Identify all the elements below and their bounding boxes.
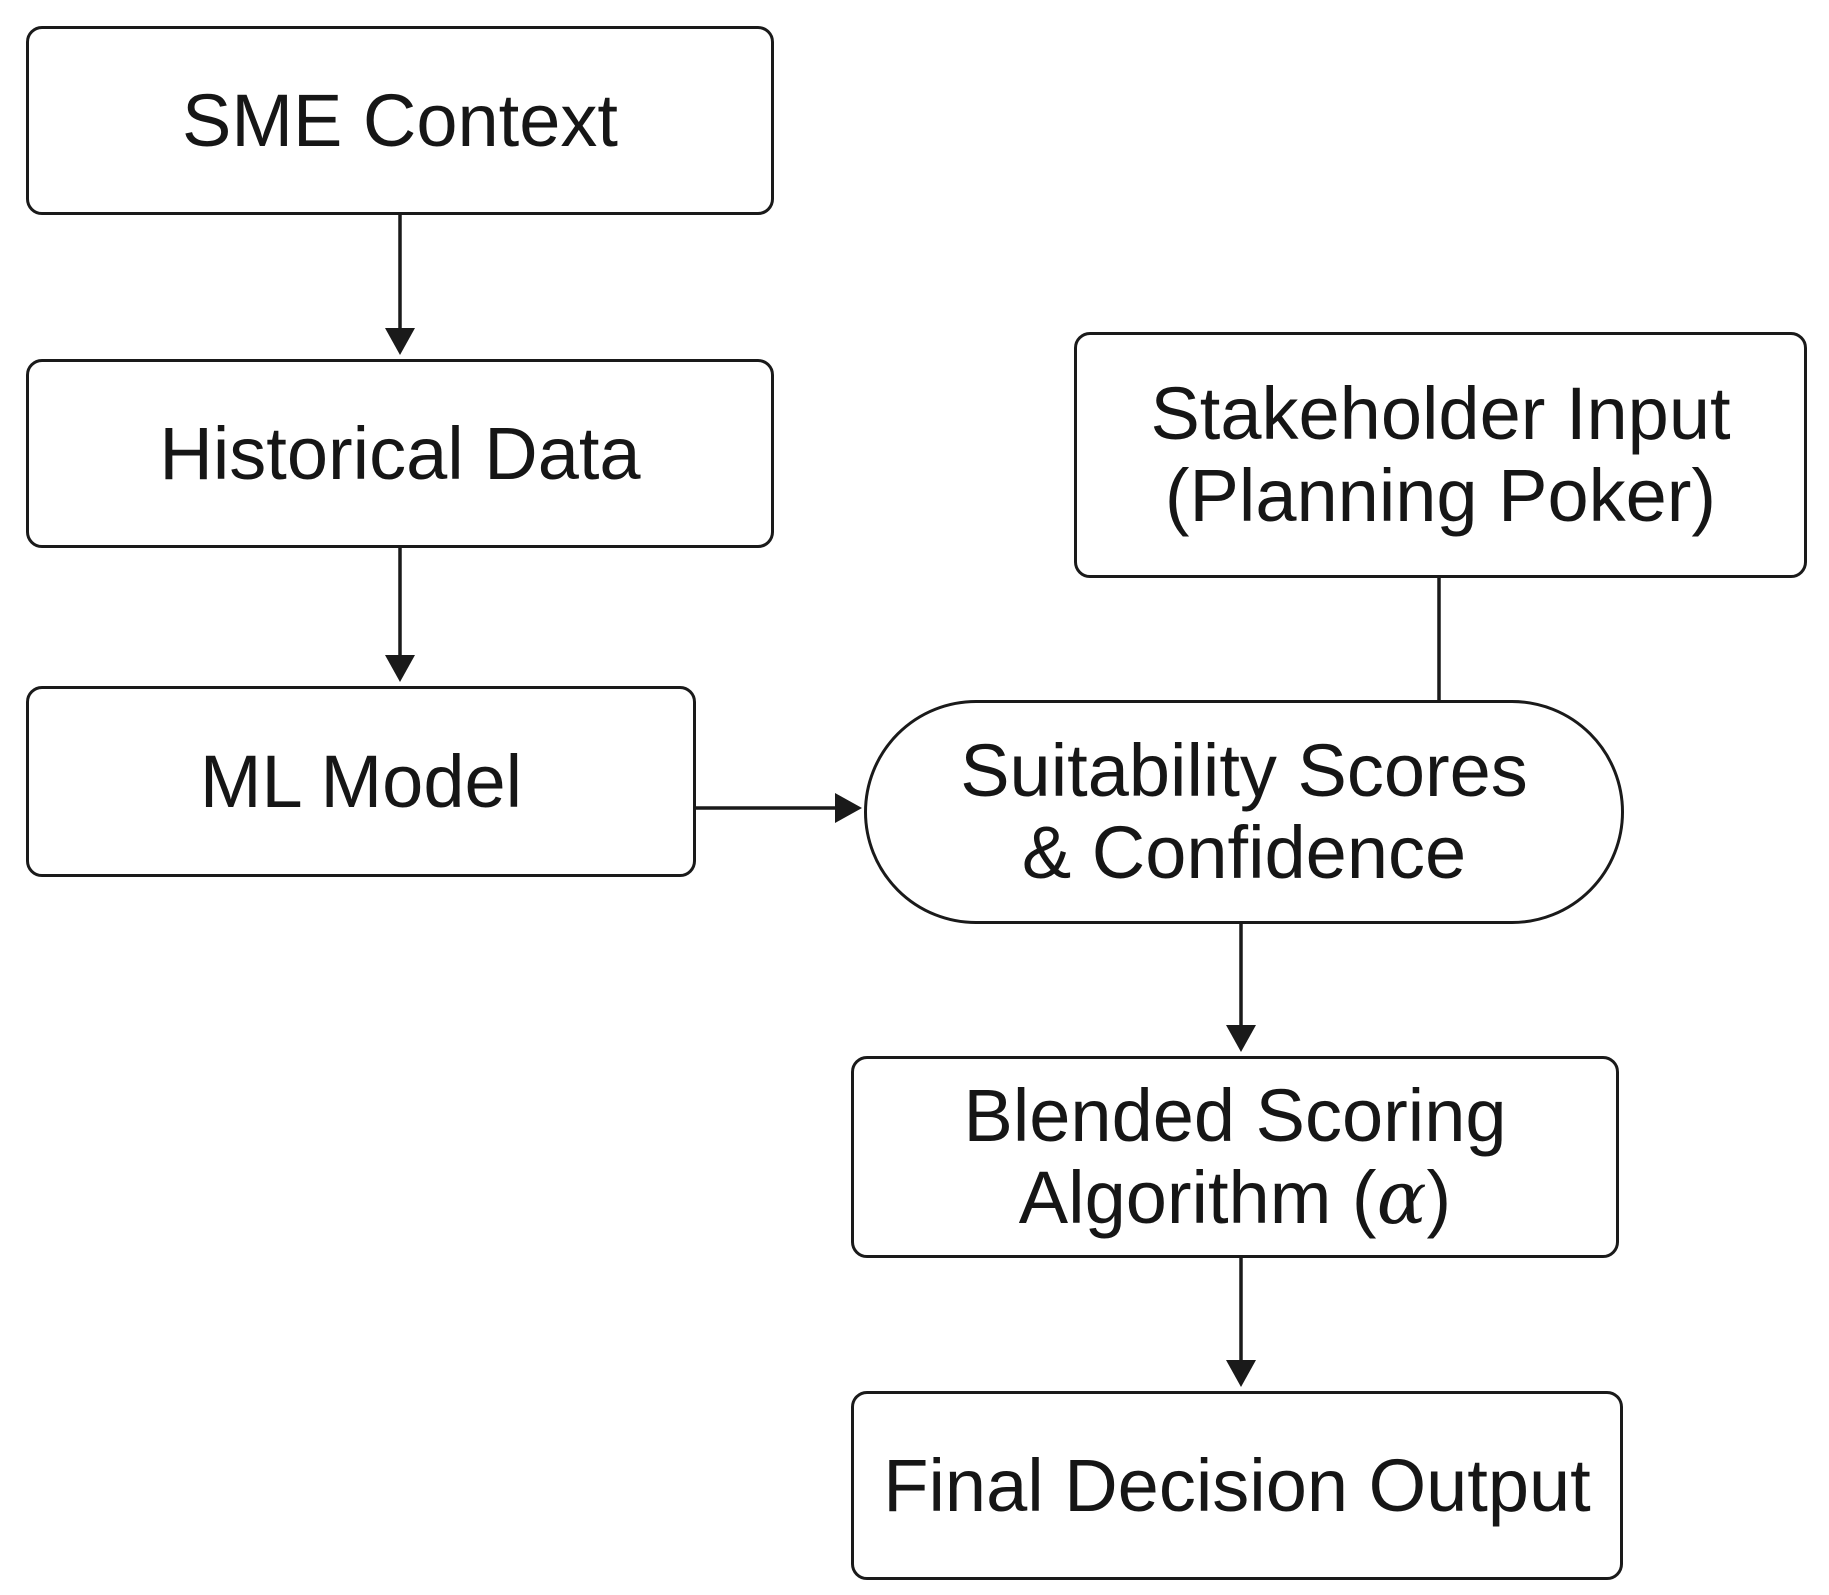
blended-scoring-label: Blended Scoring [963,1074,1507,1157]
suitability-confidence-label: & Confidence [1021,811,1467,894]
sme-context-label: SME Context [182,78,618,162]
arrowhead-suitability [835,793,862,823]
arrowhead-ml [385,655,415,682]
stakeholder-input-node: Stakeholder Input (Planning Poker) [1074,332,1807,578]
historical-data-node: Historical Data [26,359,774,548]
final-decision-node: Final Decision Output [851,1391,1623,1580]
ml-model-label: ML Model [199,739,523,823]
historical-data-label: Historical Data [159,411,641,495]
arrowhead-final [1226,1360,1256,1387]
blended-algorithm-label: Algorithm (α) [1018,1155,1452,1241]
stakeholder-input-sublabel: (Planning Poker) [1164,454,1717,537]
suitability-scores-label: Suitability Scores [960,729,1528,812]
sme-context-node: SME Context [26,26,774,215]
algorithm-close-paren: ) [1426,1156,1452,1239]
algorithm-text: Algorithm ( [1018,1156,1377,1239]
blended-scoring-node: Blended Scoring Algorithm (α) [851,1056,1619,1258]
stakeholder-input-label: Stakeholder Input [1150,372,1731,455]
alpha-symbol: α [1376,1155,1427,1241]
suitability-scores-node: Suitability Scores & Confidence [864,700,1624,924]
arrowhead-blended [1226,1025,1256,1052]
arrowhead-historical [385,328,415,355]
final-decision-label: Final Decision Output [883,1443,1591,1527]
ml-model-node: ML Model [26,686,696,877]
